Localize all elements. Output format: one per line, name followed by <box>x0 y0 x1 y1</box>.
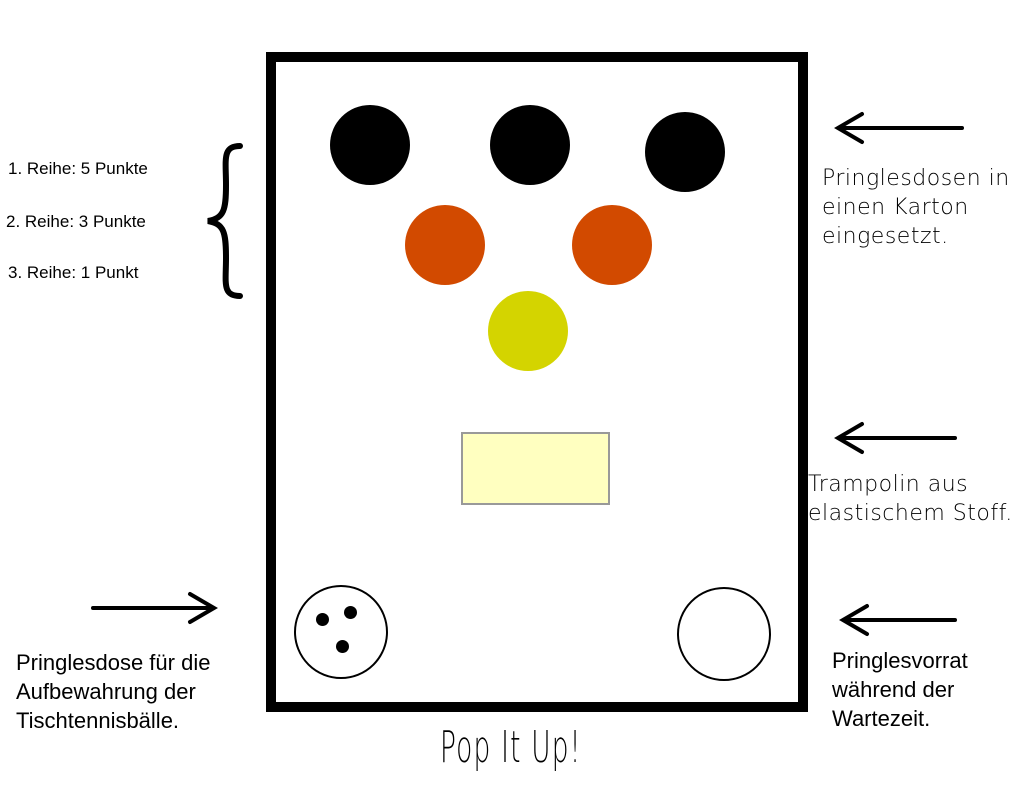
curly-brace-icon <box>207 143 243 299</box>
row3-label: 3. Reihe: 1 Punkt <box>8 263 139 282</box>
diagram-title: Pop It Up! <box>440 722 582 773</box>
can-row2-right <box>572 205 652 285</box>
arrow-left-icon <box>834 422 957 454</box>
can-row2-left <box>405 205 485 285</box>
row1-label: 1. Reihe: 5 Punkte <box>8 159 148 178</box>
ball-icon <box>336 640 349 653</box>
arrow-right-icon <box>91 592 218 624</box>
can-row3 <box>488 291 568 371</box>
supply-label: Pringlesvorrat während der Wartezeit. <box>832 648 968 731</box>
storage-label: Pringlesdose für die Aufbewahrung der Ti… <box>16 650 211 733</box>
can-row1-center <box>490 105 570 185</box>
ball-icon <box>316 613 329 626</box>
trampoline-label: Trampolin aus elastischem Stoff. <box>808 472 1013 526</box>
cans-label: Pringlesdosen in einen Karton eingesetzt… <box>822 166 1010 249</box>
ball-storage-can <box>294 585 388 679</box>
arrow-left-icon <box>834 112 964 144</box>
row2-label: 2. Reihe: 3 Punkte <box>6 212 146 231</box>
can-row1-left <box>330 105 410 185</box>
can-row1-right <box>645 112 725 192</box>
pringles-supply-can <box>677 587 771 681</box>
ball-icon <box>344 606 357 619</box>
trampoline <box>461 432 610 505</box>
arrow-left-icon <box>839 604 957 636</box>
